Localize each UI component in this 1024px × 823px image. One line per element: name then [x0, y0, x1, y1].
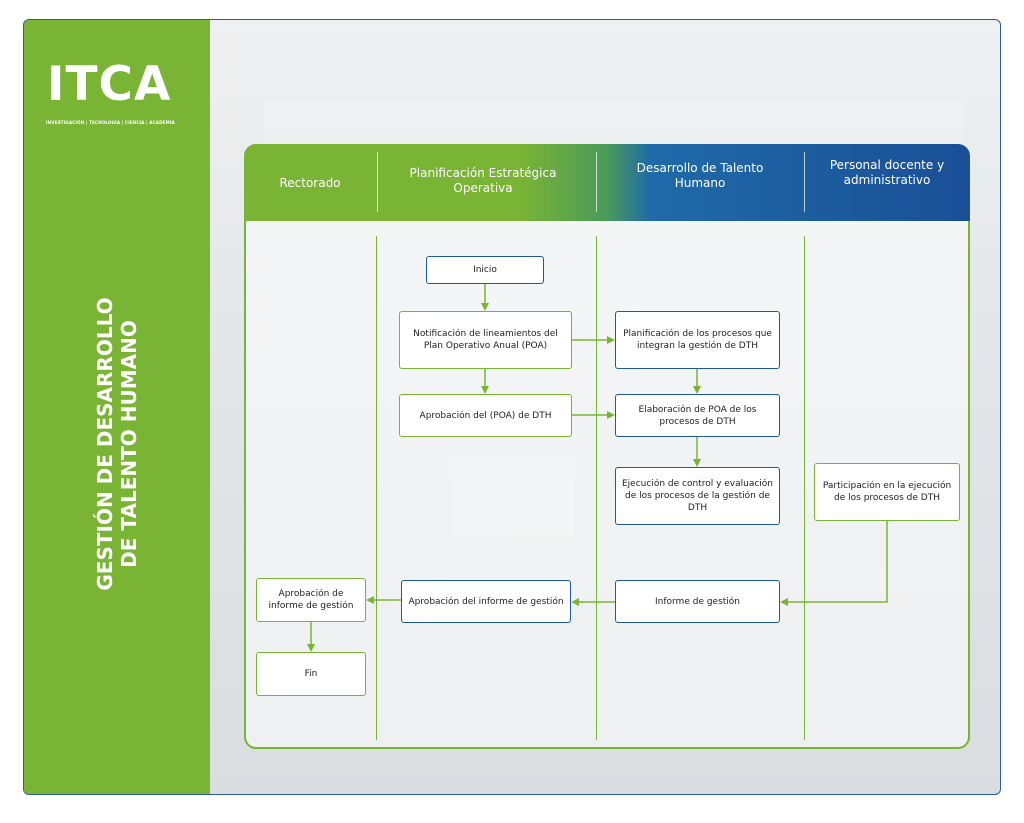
node-inicio: Inicio	[426, 256, 544, 284]
lane-title-desarrollo: Desarrollo de Talento Humano	[636, 161, 764, 190]
node-participacion-label: Participación en la ejecución de los pro…	[822, 481, 952, 503]
itca-logo: ITCA	[47, 57, 172, 112]
swimlane-header	[244, 144, 970, 221]
lane-separator	[377, 152, 378, 212]
node-fin: Fin	[256, 652, 366, 696]
lane-separator	[596, 152, 597, 212]
lane-title-planificacion: Planificación Estratégica Operativa	[409, 166, 557, 195]
node-elaboracion: Elaboración de POA de los procesos de DT…	[615, 394, 780, 437]
sidebar-title-line1: GESTIÓN DE DESARROLLO	[93, 297, 117, 591]
node-notificacion-label: Notificación de lineamientos del Plan Op…	[413, 329, 558, 351]
node-ejecucion-label: Ejecución de control y evaluación de los…	[622, 479, 774, 513]
node-fin-label: Fin	[304, 669, 318, 679]
lane-divider	[804, 236, 805, 740]
lane-separator	[804, 152, 805, 212]
node-aprobacion-poa: Aprobación del (POA) de DTH	[399, 394, 572, 437]
sidebar-title: GESTIÓN DE DESARROLLO DE TALENTO HUMANO	[93, 274, 141, 614]
lane-divider	[596, 236, 597, 740]
node-inicio-label: Inicio	[473, 265, 497, 275]
node-participacion: Participación en la ejecución de los pro…	[814, 463, 960, 521]
node-aprobacion-informe-rectorado-label: Aprobación de informe de gestión	[268, 589, 354, 611]
node-aprobacion-informe-label: Aprobación del informe de gestión	[408, 596, 564, 607]
logo-tagline: INVESTIGACIÓN | TECNOLOGÍA | CIENCIA | A…	[46, 120, 175, 125]
node-ejecucion: Ejecución de control y evaluación de los…	[615, 467, 780, 525]
lane-divider	[376, 236, 377, 740]
node-planificacion-label: Planificación de los procesos que integr…	[623, 329, 772, 351]
sidebar-title-line2: DE TALENTO HUMANO	[117, 320, 141, 568]
node-aprobacion-informe: Aprobación del informe de gestión	[401, 580, 571, 623]
lane-title-personal: Personal docente y administrativo	[829, 158, 945, 187]
node-aprobacion-informe-rectorado: Aprobación de informe de gestión	[256, 578, 366, 622]
lane-title-rectorado: Rectorado	[279, 176, 341, 190]
node-planificacion: Planificación de los procesos que integr…	[615, 311, 780, 369]
node-informe-label: Informe de gestión	[654, 596, 741, 607]
node-aprobacion-poa-label: Aprobación del (POA) de DTH	[419, 410, 552, 421]
node-notificacion: Notificación de lineamientos del Plan Op…	[399, 311, 572, 369]
node-informe: Informe de gestión	[615, 580, 780, 623]
node-elaboracion-label: Elaboración de POA de los procesos de DT…	[638, 404, 757, 427]
sidebar: ITCA INVESTIGACIÓN | TECNOLOGÍA | CIENCI…	[24, 20, 210, 794]
